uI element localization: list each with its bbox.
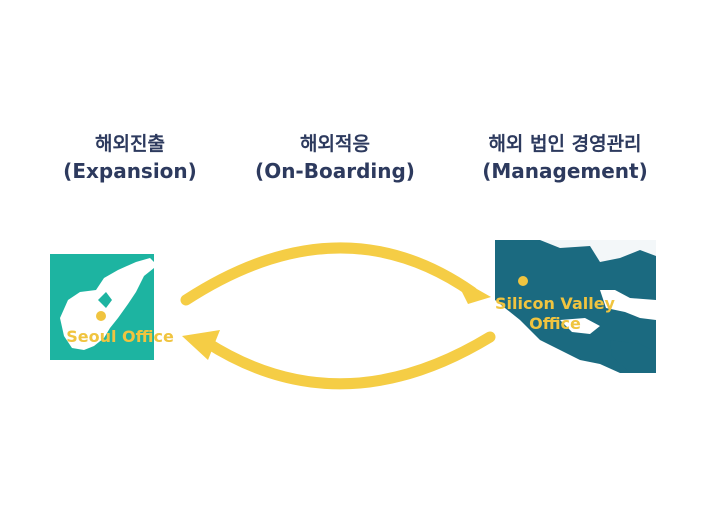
arrow-bottom-head bbox=[182, 330, 220, 360]
heading-expansion-korean: 해외진출 bbox=[95, 133, 165, 155]
seoul-marker bbox=[96, 311, 106, 321]
atlantic-sea bbox=[600, 290, 656, 320]
heading-expansion: 해외진출 (Expansion) bbox=[40, 131, 220, 185]
arrow-to-seoul bbox=[182, 330, 496, 390]
silicon-valley-marker bbox=[518, 276, 528, 286]
heading-management-english: (Management) bbox=[482, 159, 648, 183]
heading-expansion-english: (Expansion) bbox=[63, 159, 197, 183]
south-america-land bbox=[610, 340, 656, 373]
pacific-sea bbox=[495, 300, 620, 373]
arctic-islands bbox=[495, 240, 656, 262]
gulf-of-mexico bbox=[560, 318, 600, 334]
heading-onboarding-english: (On-Boarding) bbox=[255, 159, 415, 183]
arrow-top-path bbox=[180, 242, 478, 306]
arrow-to-silicon-valley bbox=[180, 242, 491, 306]
silicon-valley-office-label: Silicon Valley Office bbox=[495, 294, 615, 333]
heading-management: 해외 법인 경영관리 (Management) bbox=[465, 131, 665, 185]
arrow-top-head bbox=[454, 276, 491, 304]
arrow-bottom-path bbox=[200, 331, 496, 390]
america-map bbox=[495, 240, 656, 373]
korea-map bbox=[50, 254, 154, 360]
korea-inlet bbox=[98, 292, 112, 308]
heading-onboarding: 해외적응 (On-Boarding) bbox=[245, 131, 425, 185]
heading-onboarding-korean: 해외적응 bbox=[300, 133, 370, 155]
heading-management-korean: 해외 법인 경영관리 bbox=[488, 133, 642, 155]
seoul-office-label: Seoul Office bbox=[66, 327, 174, 346]
